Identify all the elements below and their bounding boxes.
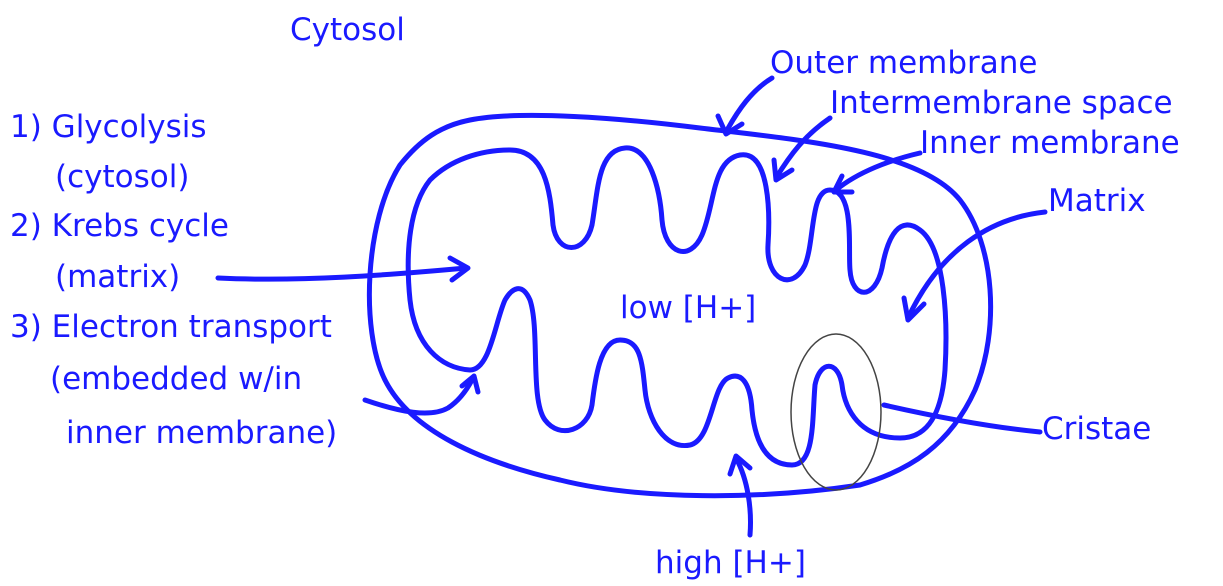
intermembrane-space-label: Intermembrane space bbox=[830, 88, 1173, 119]
electron-transport-arrow-shaft bbox=[365, 378, 473, 413]
step3-location-line2: inner membrane) bbox=[66, 418, 337, 449]
cristae-pointer-line bbox=[884, 405, 1040, 432]
low-h-label: low [H+] bbox=[620, 293, 756, 324]
cristae-label: Cristae bbox=[1042, 414, 1151, 445]
krebs-arrow-shaft bbox=[218, 268, 466, 279]
intermembrane-arrow-shaft bbox=[776, 118, 830, 178]
step3-location-line1: (embedded w/in bbox=[50, 364, 302, 395]
step2-location: (matrix) bbox=[55, 262, 180, 293]
cristae-highlight-ellipse bbox=[791, 334, 881, 490]
step1-label: 1) Glycolysis bbox=[10, 112, 207, 143]
step3-label: 3) Electron transport bbox=[10, 312, 332, 343]
cytosol-label: Cytosol bbox=[290, 15, 405, 46]
outer-membrane-label: Outer membrane bbox=[770, 48, 1037, 79]
step2-label: 2) Krebs cycle bbox=[10, 211, 229, 242]
inner-membrane-label: Inner membrane bbox=[920, 128, 1180, 159]
step1-location: (cytosol) bbox=[55, 162, 189, 193]
matrix-label: Matrix bbox=[1048, 186, 1146, 217]
high-h-label: high [H+] bbox=[655, 548, 806, 579]
outer-membrane-arrow-shaft bbox=[726, 78, 772, 132]
